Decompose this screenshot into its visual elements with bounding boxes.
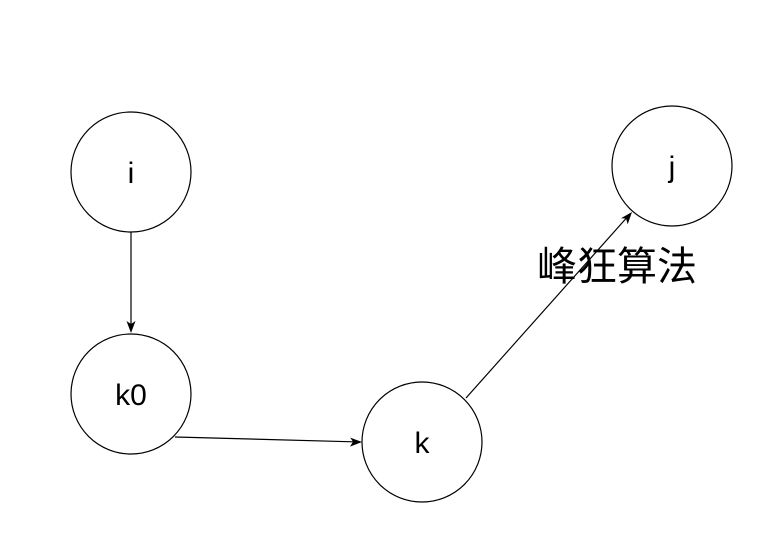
node-j: j: [611, 105, 733, 227]
arrow-head-j: [621, 212, 632, 225]
node-k0: k0: [70, 333, 192, 455]
node-k-circle: [361, 381, 483, 503]
edge-label-text: 峰狂算法: [537, 244, 697, 290]
edge-k-to-j-line: [465, 218, 627, 399]
node-k0-circle: [70, 333, 192, 455]
node-k: k: [361, 381, 483, 503]
node-j-label: j: [668, 151, 676, 184]
edge-k0-to-k: [174, 436, 362, 447]
node-i-label: i: [128, 157, 135, 190]
edge-k0-to-k-line: [174, 436, 354, 443]
node-k-label: k: [415, 427, 431, 460]
edges: [126, 212, 632, 447]
arrow-head-k0: [126, 321, 136, 333]
node-i: i: [70, 111, 192, 233]
edge-i-to-k0: [126, 232, 136, 333]
arrow-head-k: [350, 437, 362, 447]
node-k0-label: k0: [115, 379, 147, 412]
edge-k-to-j: [465, 212, 632, 399]
nodes: i k0 k j: [70, 105, 733, 503]
node-i-circle: [70, 111, 192, 233]
node-j-circle: [611, 105, 733, 227]
